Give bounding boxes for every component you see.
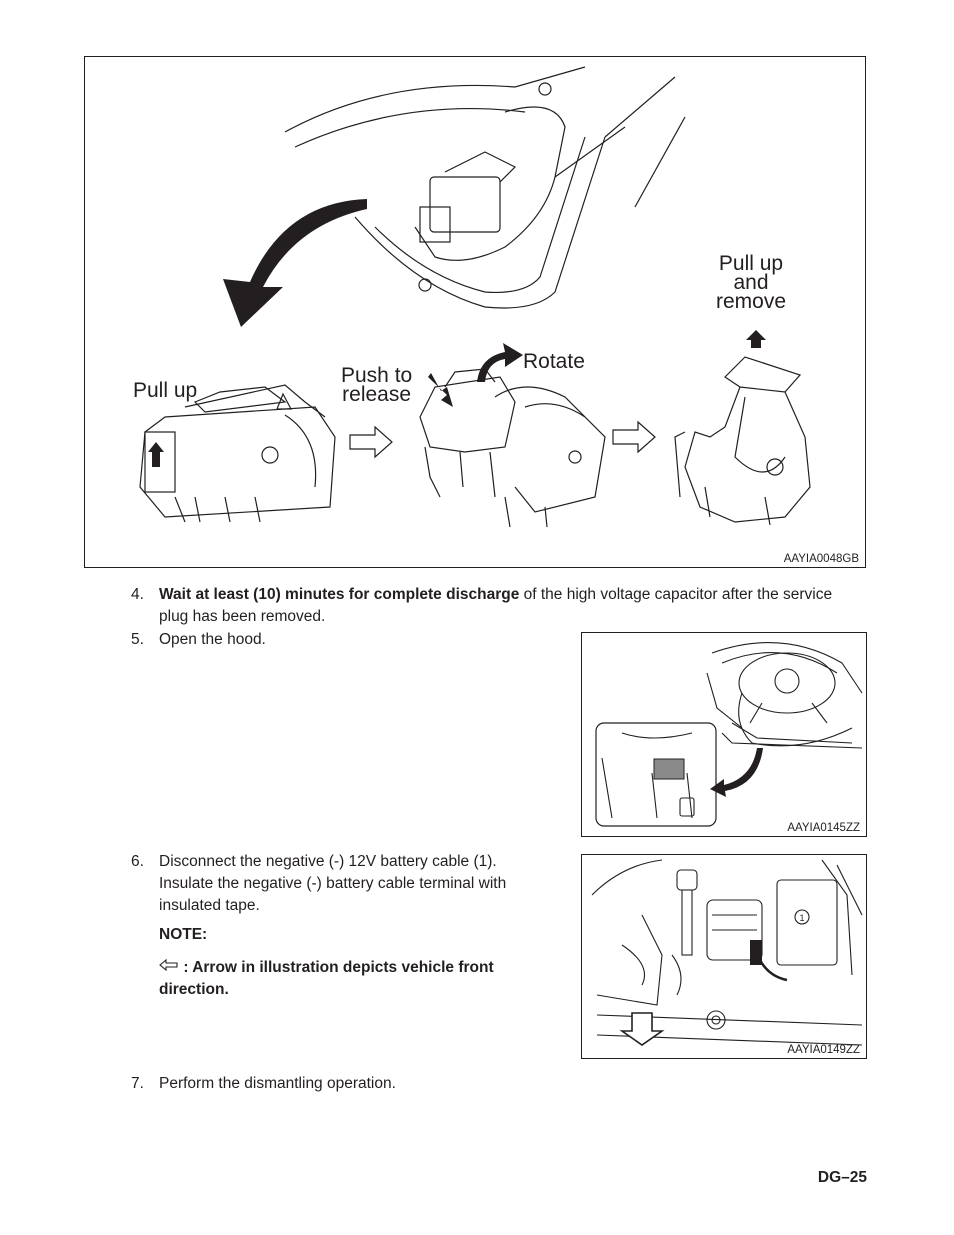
curved-arrow-icon bbox=[710, 748, 763, 797]
curved-arrow-icon bbox=[223, 199, 367, 327]
callout-rotate: Rotate bbox=[523, 350, 585, 373]
hood-release-illustration bbox=[595, 642, 863, 827]
note-text: : Arrow in illustration depicts vehicle … bbox=[159, 959, 494, 998]
service-plug-illustration bbox=[139, 66, 811, 528]
step-number: 6. bbox=[131, 853, 144, 870]
rotate-arrow-icon bbox=[477, 343, 523, 382]
front-direction-arrow-icon bbox=[619, 1012, 665, 1046]
step-text: of the high voltage capacitor after the … bbox=[159, 586, 833, 625]
note-label: NOTE: bbox=[159, 926, 208, 943]
front-direction-arrow-icon bbox=[159, 958, 178, 972]
figure-code: AAYIA0145ZZ bbox=[787, 822, 860, 834]
callout-pull-up-and-remove: Pull up and remove bbox=[715, 252, 787, 313]
up-arrow-icon bbox=[148, 442, 164, 467]
right-arrow-icon bbox=[612, 420, 656, 454]
figure-code: AAYIA0149ZZ bbox=[787, 1044, 860, 1056]
step-bold-text: Wait at least (10) minutes for complete … bbox=[159, 586, 520, 603]
step-number: 5. bbox=[131, 631, 144, 648]
step-number: 4. bbox=[131, 586, 144, 603]
up-arrow-icon bbox=[746, 330, 766, 348]
hood-release-figure: AAYIA0145ZZ bbox=[581, 632, 867, 837]
callout-pull-up: Pull up bbox=[133, 379, 198, 402]
page-number: DG–25 bbox=[817, 1169, 867, 1186]
callout-push-to-release: Push to release bbox=[341, 364, 413, 406]
battery-cable-figure: 1 AAYIA0149ZZ bbox=[581, 854, 867, 1059]
note-text-block: : Arrow in illustration depicts vehicle … bbox=[159, 957, 539, 1001]
callout-1: 1 bbox=[799, 913, 804, 923]
service-plug-removal-figure: Pull up Push to release Rotate Pull up a… bbox=[84, 56, 866, 568]
step-text: Disconnect the negative (-) 12V battery … bbox=[159, 853, 507, 914]
step-text: Open the hood. bbox=[159, 631, 266, 648]
step-number: 7. bbox=[131, 1075, 144, 1092]
battery-cable-illustration: 1 bbox=[591, 859, 863, 1046]
step-text: Perform the dismantling operation. bbox=[159, 1075, 396, 1092]
figure-code: AAYIA0048GB bbox=[783, 553, 859, 565]
push-arrow-icon bbox=[428, 373, 453, 407]
right-arrow-icon bbox=[349, 425, 393, 459]
